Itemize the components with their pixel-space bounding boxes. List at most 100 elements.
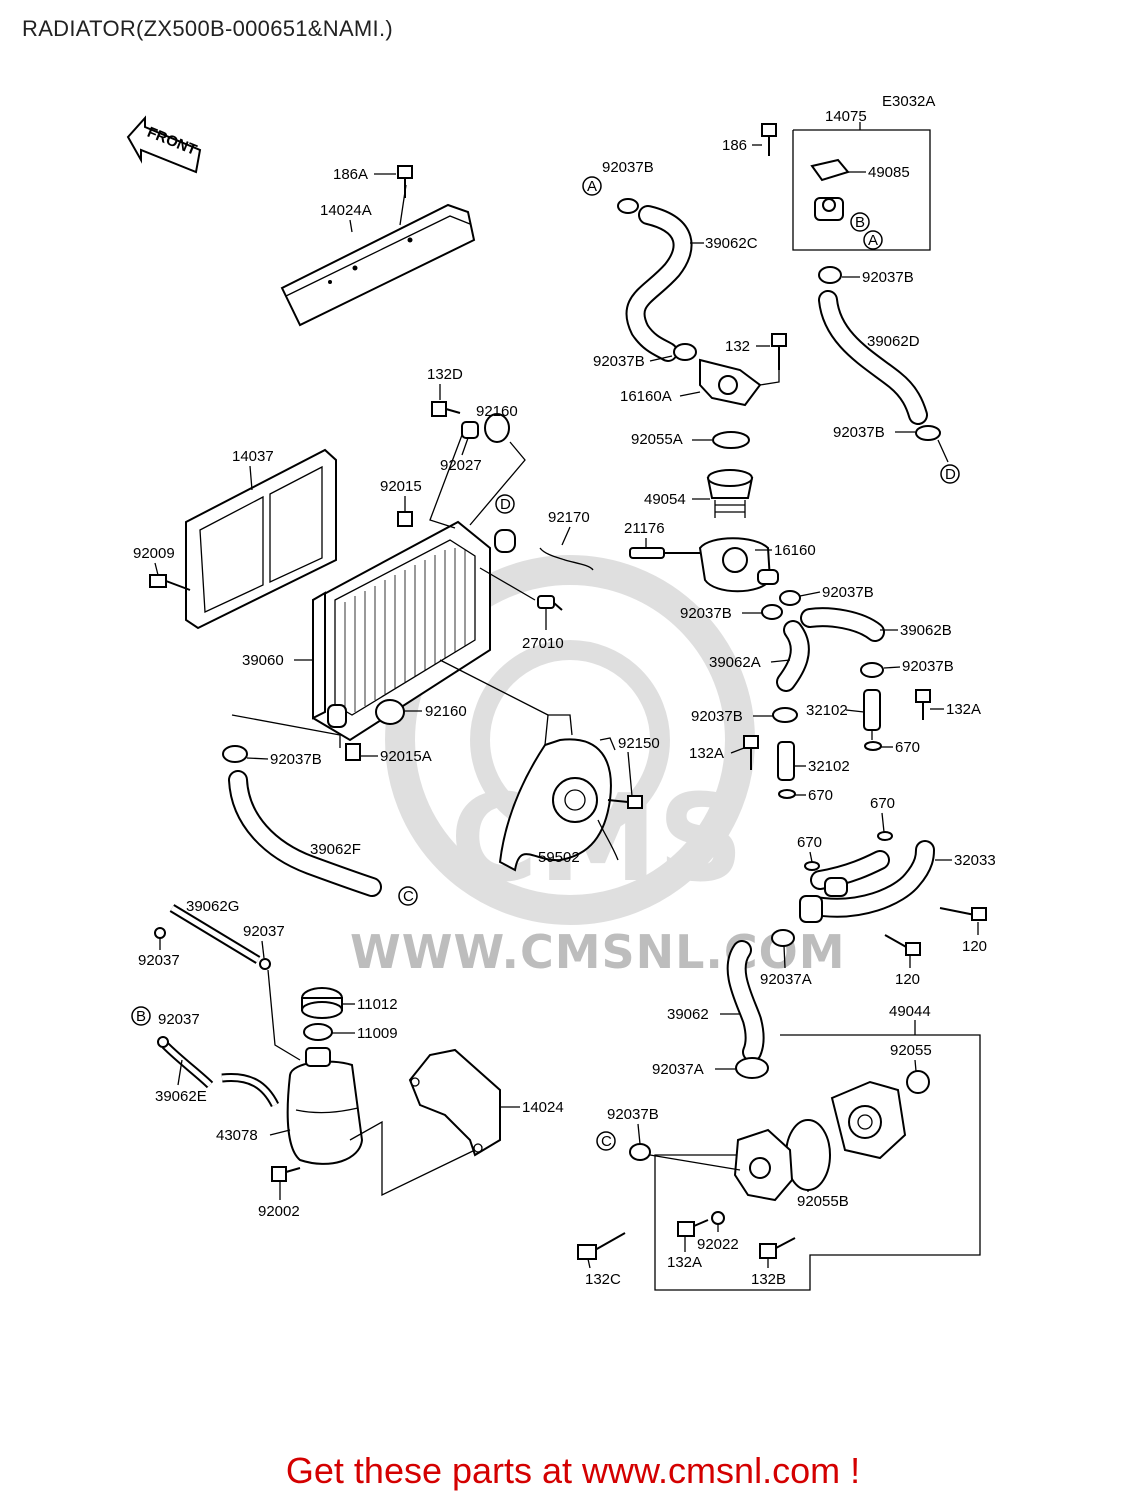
thermostat-housing-16160 — [698, 537, 779, 593]
bolt-132a-1 — [915, 689, 931, 720]
footer-promo: Get these parts at www.cmsnl.com ! — [0, 1450, 1146, 1492]
hose-39062g — [133, 890, 261, 964]
bolt-132b — [759, 1237, 796, 1259]
water-pipe-32033 — [799, 840, 935, 923]
cap-11012 — [301, 987, 343, 1019]
clamp-92037a-1 — [771, 929, 795, 947]
bolt-186 — [761, 123, 777, 156]
grommet-92160-1 — [484, 413, 510, 443]
label-92022: 92022 — [697, 1236, 739, 1253]
label-120-1: 120 — [962, 938, 987, 955]
label-92037-1: 92037 — [138, 952, 180, 969]
clamp-92037b-d — [915, 425, 941, 441]
label-132b: 132B — [751, 1271, 786, 1288]
gasket-49085 — [810, 158, 850, 182]
label-39062d: 39062D — [867, 333, 920, 350]
page-title: RADIATOR(ZX500B-000651&NAMI.) — [22, 16, 394, 41]
label-59502: 59502 — [538, 849, 580, 866]
label-39062f: 39062F — [310, 841, 361, 858]
group-box-49044 — [654, 1034, 981, 1291]
hose-39062b — [800, 607, 885, 642]
label-132a-2: 132A — [689, 745, 724, 762]
hose-39062d — [818, 290, 928, 425]
washer-92022 — [711, 1211, 725, 1225]
label-21176: 21176 — [624, 520, 665, 537]
label-132d: 132D — [427, 366, 463, 383]
label-39062b: 39062B — [900, 622, 952, 639]
callout-c-2: C — [596, 1131, 616, 1151]
clip-92037-2 — [259, 958, 271, 970]
label-39062: 39062 — [667, 1006, 709, 1023]
svg-text:C: C — [601, 1133, 612, 1150]
group-box-14075 — [792, 129, 931, 251]
svg-text:D: D — [500, 496, 511, 513]
bolt-120-2 — [884, 934, 921, 956]
clamp-92037b-9 — [222, 745, 248, 763]
label-14024: 14024 — [522, 1099, 564, 1116]
o-ring-92055a — [712, 431, 750, 449]
label-92027: 92027 — [440, 457, 482, 474]
clamp-92037b-5 — [779, 590, 801, 606]
bracket-14024 — [408, 1048, 501, 1157]
label-39060: 39060 — [242, 652, 284, 669]
clip-92037-1 — [154, 927, 166, 939]
label-92037b-6: 92037B — [680, 605, 732, 622]
label-92037b-10: 92037B — [607, 1106, 659, 1123]
svg-text:B: B — [136, 1008, 146, 1025]
heat-shield-14024a — [280, 184, 476, 327]
watermark-url: WWW.CMSNL.COM — [350, 925, 846, 979]
water-pump-impeller-49044 — [830, 1080, 907, 1160]
callout-d-1: D — [940, 464, 960, 484]
clamp-92037b-right — [818, 266, 842, 284]
label-132a-1: 132A — [946, 701, 981, 718]
bolt-132c — [577, 1232, 626, 1260]
thermostat-49054 — [706, 469, 754, 518]
callout-d-2: D — [495, 494, 515, 514]
clamp-92037b-10 — [629, 1143, 651, 1161]
label-92037b-8: 92037B — [691, 708, 743, 725]
hose-39062f — [228, 770, 382, 897]
label-14037: 14037 — [232, 448, 274, 465]
label-16160a: 16160A — [620, 388, 672, 405]
nut-92150 — [607, 795, 643, 809]
svg-text:A: A — [587, 178, 597, 195]
label-16160: 16160 — [774, 542, 816, 559]
label-92037b-5: 92037B — [822, 584, 874, 601]
label-92055: 92055 — [890, 1042, 932, 1059]
label-92037b-2: 92037B — [862, 269, 914, 286]
label-92055a: 92055A — [631, 431, 683, 448]
footer-link[interactable]: Get these parts at www.cmsnl.com ! — [285, 1450, 861, 1491]
front-arrow-icon: FRONT — [126, 115, 202, 174]
label-39062c: 39062C — [705, 235, 758, 252]
o-ring-670-2 — [778, 789, 796, 799]
clamp-92037b-8 — [772, 707, 798, 723]
label-92037b-3: 92037B — [593, 353, 645, 370]
bolt-186a — [397, 165, 413, 198]
label-92160-1: 92160 — [476, 403, 518, 420]
label-92170: 92170 — [548, 509, 590, 526]
label-32102-1: 32102 — [806, 702, 848, 719]
svg-text:B: B — [855, 214, 865, 231]
bolt-92009 — [149, 574, 191, 591]
label-186: 186 — [722, 137, 747, 154]
bolt-132a-2 — [743, 735, 759, 770]
label-43078: 43078 — [216, 1127, 258, 1144]
drawing-code: E3032A — [882, 93, 935, 110]
pump-cover — [733, 1128, 794, 1202]
svg-text:A: A — [868, 232, 878, 249]
label-186a: 186A — [333, 166, 368, 183]
label-27010: 27010 — [522, 635, 564, 652]
hose-39062 — [726, 940, 765, 1062]
label-49054: 49054 — [644, 491, 686, 508]
radiator-screen-14037 — [185, 448, 337, 630]
thermostat-cover-16160a — [699, 358, 762, 407]
svg-text:C: C — [403, 888, 414, 905]
radiator-core-39060 — [312, 520, 516, 742]
o-ring-670-4 — [804, 861, 820, 871]
label-132c: 132C — [585, 1271, 621, 1288]
hose-39062e — [161, 1041, 280, 1108]
callout-b-2: B — [131, 1006, 151, 1026]
label-132a-3: 132A — [667, 1254, 702, 1271]
label-39062e: 39062E — [155, 1088, 207, 1105]
label-32033: 32033 — [954, 852, 996, 869]
